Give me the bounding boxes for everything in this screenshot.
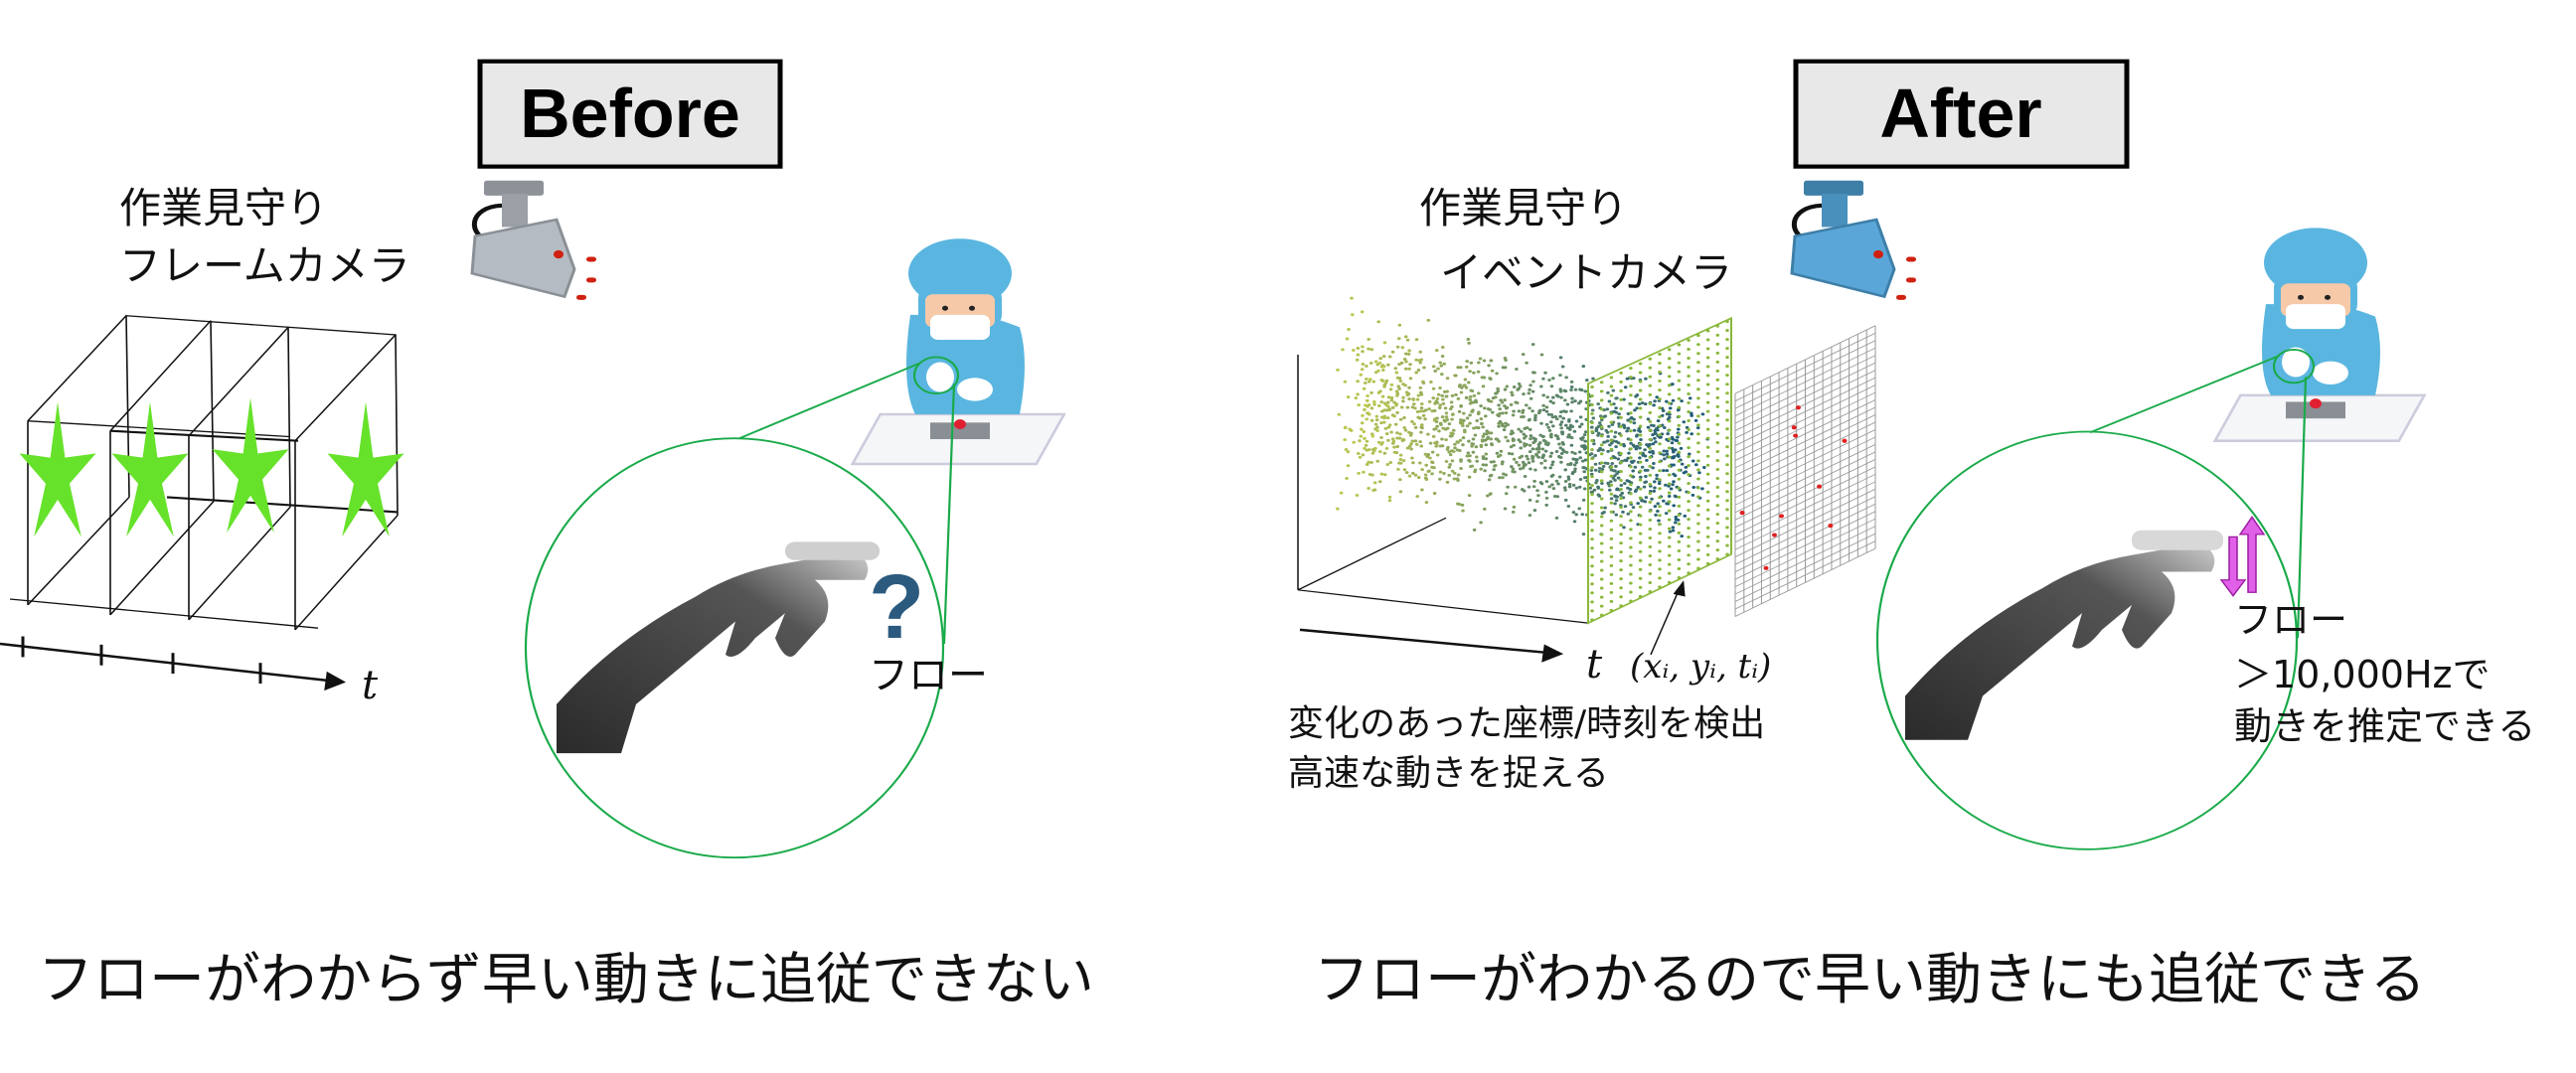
frame-camera-icon	[470, 180, 596, 300]
event-point	[1763, 565, 1769, 570]
event-description-line1: 変化のあった座標/時刻を検出	[1288, 703, 1765, 744]
event-plane-dots	[1590, 320, 1729, 622]
after-time-axis	[1299, 580, 1686, 663]
after-flow-label: フロー	[2234, 598, 2347, 642]
star-icon	[19, 401, 96, 537]
flow-rate-label: ＞10,000Hzで	[2234, 653, 2490, 696]
zoom-circle	[524, 437, 945, 859]
before-camera-label-line1: 作業見守り	[119, 184, 328, 232]
before-time-axis	[0, 636, 347, 691]
event-point	[1817, 484, 1823, 489]
after-camera-label-line1: 作業見守り	[1419, 184, 1628, 232]
event-point	[1842, 438, 1848, 443]
event-point	[1795, 405, 1801, 410]
zoom-source-circle-after	[2272, 349, 2316, 384]
flow-estimate-label: 動きを推定できる	[2234, 704, 2535, 748]
worker-illustration	[850, 238, 1066, 466]
event-plane	[1587, 316, 1732, 625]
text-layer: Before 作業見守り フレームカメラ t ? フロー フローがわからず早い動…	[38, 75, 2535, 1012]
hand-image	[557, 541, 880, 754]
frame-stack	[9, 315, 399, 631]
after-title-box	[1793, 59, 2130, 169]
after-camera-label-line2: イベントカメラ	[1440, 248, 1732, 297]
before-title: Before	[520, 75, 740, 152]
before-title-box	[477, 59, 783, 169]
question-mark-icon: ?	[869, 556, 924, 658]
sensor-grid	[1734, 325, 1876, 617]
event-point	[1828, 524, 1834, 529]
flow-arrows-icon	[2219, 516, 2266, 597]
before-flow-label: フロー	[869, 653, 988, 698]
event-point	[1739, 511, 1745, 516]
before-caption: フローがわからず早い動きに追従できない	[38, 948, 1094, 1012]
before-time-label: t	[362, 663, 379, 708]
event-3d-axes	[1297, 354, 1589, 624]
hand-image-after	[1905, 530, 2223, 740]
graphics-layer	[0, 59, 2427, 859]
zoom-source-circle	[912, 356, 960, 395]
star-frames	[19, 397, 404, 537]
event-camera-icon	[1790, 180, 1916, 300]
event-description-line2: 高速な動きを捉える	[1288, 753, 1609, 794]
before-camera-label-line2: フレームカメラ	[119, 241, 410, 290]
zoom-circle-after	[1875, 430, 2299, 850]
event-point	[1771, 533, 1777, 537]
after-time-label: t	[1586, 642, 1603, 688]
event-scatter-cloud	[1336, 296, 1709, 538]
after-zoom	[1875, 349, 2316, 850]
before-zoom	[524, 356, 960, 859]
event-tuple-label: (xᵢ, yᵢ, tᵢ)	[1630, 647, 1771, 687]
event-point	[1779, 514, 1785, 519]
after-title: After	[1879, 75, 2041, 152]
event-point	[1791, 425, 1797, 430]
star-icon	[212, 397, 289, 534]
star-icon	[111, 401, 189, 537]
event-point	[1793, 433, 1799, 438]
after-caption: フローがわかるので早い動きにも追従できる	[1314, 948, 2426, 1012]
worker-illustration-after	[2212, 228, 2427, 442]
star-icon	[327, 401, 404, 537]
